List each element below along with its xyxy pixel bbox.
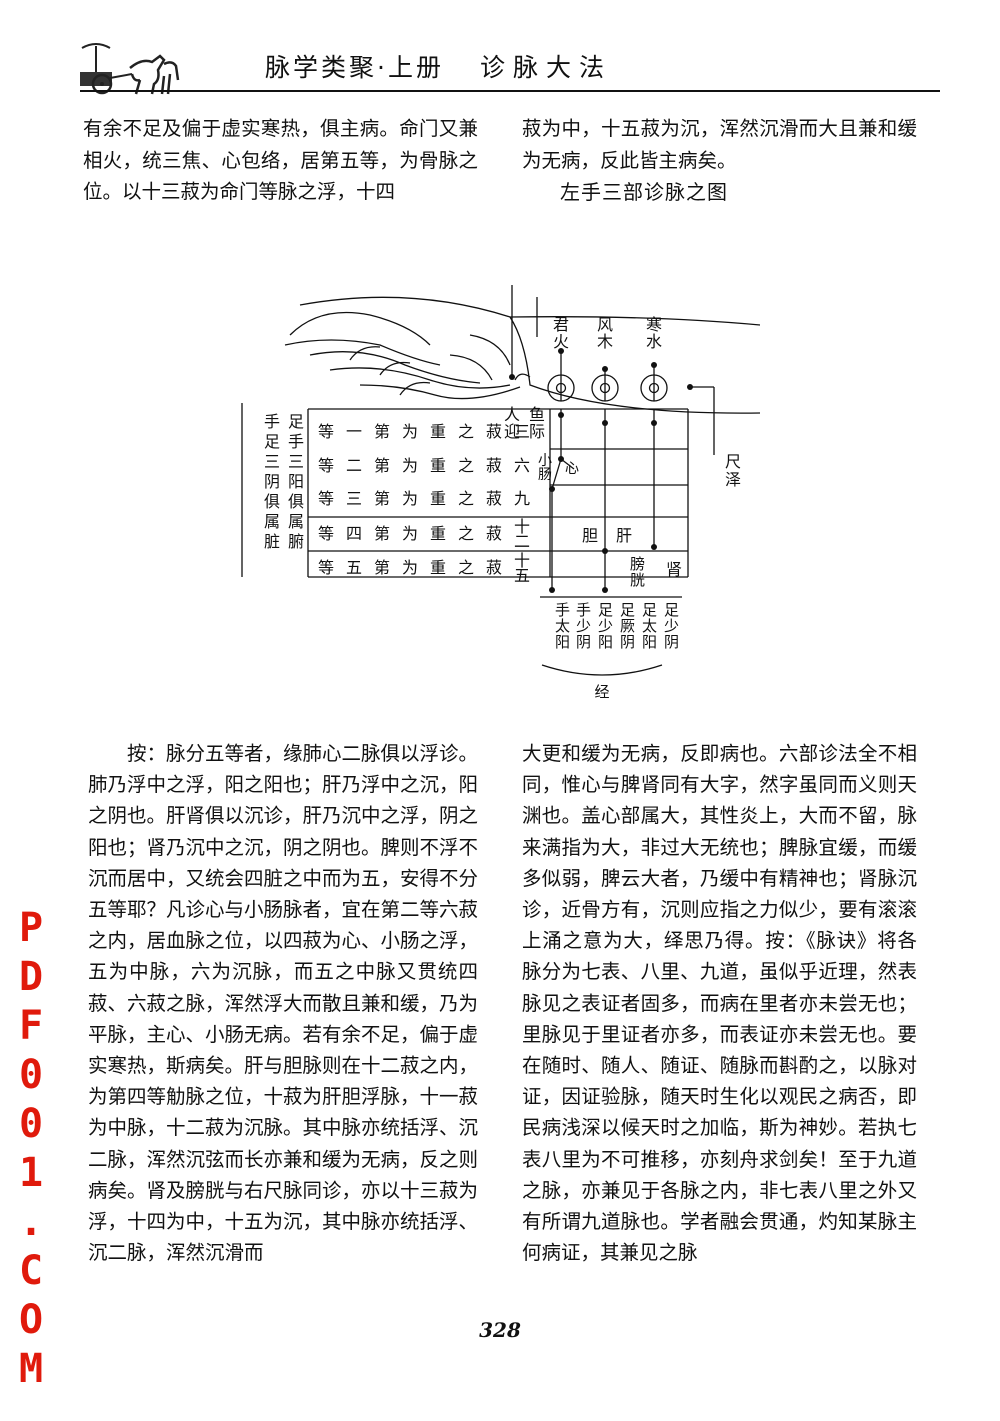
- table-cell: 为: [402, 422, 418, 441]
- label-heart: 心: [565, 461, 579, 477]
- table-cell-count: 十二: [514, 517, 530, 551]
- label-yuji: 鱼际: [529, 405, 545, 441]
- table-cell: 菽: [486, 422, 502, 441]
- table-cell: 等: [318, 489, 334, 508]
- label-meridian: 手少阴: [576, 601, 591, 651]
- hand-outline: [349, 346, 431, 396]
- label-kidney: 肾: [666, 560, 682, 579]
- table-cell: 重: [430, 558, 446, 577]
- watermark: PDF001.COM: [8, 905, 54, 1395]
- label-renying: 人迎: [504, 405, 520, 441]
- label-meridian: 足太阳: [642, 601, 657, 651]
- table-cell: 之: [458, 489, 474, 508]
- chariot-icon: [80, 43, 180, 95]
- label-hanshui: 寒水: [646, 315, 662, 351]
- text-column-top-left: 有余不足及偏于虚实寒热，俱主病。命门又兼相火，统三焦、心包络，居第五等，为骨脉之…: [83, 113, 478, 208]
- text-column-bottom-left: 按：脉分五等者，缘肺心二脉俱以浮诊。肺乃浮中之浮，阳之阳也；肝乃浮中之沉，阳之阴…: [88, 738, 478, 1268]
- label-yin-organs: 手足三阴俱属脏: [264, 412, 280, 551]
- hand-outline: [514, 373, 531, 381]
- table-cell: 重: [430, 456, 446, 475]
- hand-outline: [289, 311, 431, 346]
- table-cell: 第: [374, 456, 390, 475]
- book-title: 脉学类聚·上册: [265, 53, 444, 82]
- label-meridian: 足少阳: [598, 601, 613, 651]
- paragraph: 菽为中，十五菽为沉，浑然沉滑而大且兼和缓为无病，反此皆主病矣。: [522, 117, 917, 172]
- label-liver: 肝: [616, 526, 632, 545]
- table-cell: 三: [346, 489, 362, 508]
- section-title: 诊脉大法: [480, 53, 613, 82]
- pulse-diagram: 人迎 鱼际 君火 风木 寒水 尺泽 手足三阴俱属脏 足手三阳俱属腑 小肠 心 胆…: [230, 245, 770, 705]
- table-cell: 之: [458, 456, 474, 475]
- hand-outline: [359, 384, 521, 400]
- label-meridians-group: 经: [594, 683, 609, 701]
- label-yang-organs: 足手三阳俱属腑: [288, 412, 304, 551]
- table-cell: 二: [346, 456, 362, 475]
- table-cell: 之: [458, 422, 474, 441]
- table-cell-count: 十五: [514, 551, 530, 585]
- table-cell-count: 六: [514, 456, 530, 475]
- table-cell-count: 九: [514, 489, 530, 508]
- table-cell: 第: [374, 422, 390, 441]
- hand-outline: [509, 316, 761, 414]
- table-cell: 四: [346, 524, 362, 543]
- table-cell: 重: [430, 524, 446, 543]
- paragraph: 大更和缓为无病，反即病也。六部诊法全不相同，惟心与脾肾同有大字，然字虽同而义则天…: [522, 742, 917, 1265]
- table-cell: 等: [318, 456, 334, 475]
- label-chize: 尺泽: [725, 452, 741, 489]
- table-cell: 菽: [486, 456, 502, 475]
- paragraph: 按：脉分五等者，缘肺心二脉俱以浮诊。肺乃浮中之浮，阳之阳也；肝乃浮中之沉，阳之阴…: [88, 742, 479, 1265]
- pulse-diagram-svg: 人迎 鱼际 君火 风木 寒水 尺泽 手足三阴俱属脏 足手三阳俱属腑 小肠 心 胆…: [241, 285, 761, 701]
- label-meridian: 足少阴: [664, 601, 679, 651]
- label-small-intestine: 小肠: [538, 453, 552, 483]
- label-fengmu: 风木: [597, 315, 613, 351]
- table-cell: 第: [374, 558, 390, 577]
- hand-outline: [299, 296, 761, 326]
- table-cell: 重: [430, 489, 446, 508]
- table-cell-count: 三: [514, 422, 530, 441]
- table-cell: 五: [346, 558, 362, 577]
- label-meridian: 足厥阴: [620, 601, 635, 651]
- table-cell: 菽: [486, 489, 502, 508]
- label-gallbladder: 胆: [582, 526, 598, 545]
- table-cell: 第: [374, 524, 390, 543]
- table-cell: 之: [458, 558, 474, 577]
- page-number: 328: [479, 1318, 521, 1342]
- table-cell: 为: [402, 524, 418, 543]
- hand-outline: [309, 351, 481, 384]
- label-meridian: 手太阳: [555, 601, 570, 651]
- table-cell: 等: [318, 524, 334, 543]
- table-cell: 一: [346, 422, 362, 441]
- page-header: 脉学类聚·上册 诊脉大法: [80, 40, 940, 100]
- figure-title: 左手三部诊脉之图: [560, 180, 728, 204]
- label-bladder: 膀胱: [630, 555, 645, 589]
- paragraph: 有余不足及偏于虚实寒热，俱主病。命门又兼相火，统三焦、心包络，居第五等，为骨脉之…: [83, 117, 478, 203]
- label-junhuo: 君火: [553, 315, 569, 351]
- depth-table: 等一第为重之菽三等二第为重之菽六等三第为重之菽九等四第为重之菽十二等五第为重之菽…: [318, 422, 530, 585]
- text-column-bottom-right: 大更和缓为无病，反即病也。六部诊法全不相同，惟心与脾肾同有大字，然字虽同而义则天…: [522, 738, 917, 1268]
- text-column-top-right: 菽为中，十五菽为沉，浑然沉滑而大且兼和缓为无病，反此皆主病矣。: [522, 113, 917, 176]
- table-cell: 菽: [486, 524, 502, 543]
- table-cell: 为: [402, 456, 418, 475]
- header-rule: [80, 90, 940, 92]
- hand-outline: [449, 334, 511, 381]
- table-cell: 重: [430, 422, 446, 441]
- hand-outline: [329, 367, 511, 389]
- table-cell: 菽: [486, 558, 502, 577]
- table-cell: 第: [374, 489, 390, 508]
- table-cell: 为: [402, 489, 418, 508]
- table-cell: 等: [318, 422, 334, 441]
- hand-outline: [284, 339, 441, 366]
- table-cell: 为: [402, 558, 418, 577]
- table-cell: 等: [318, 558, 334, 577]
- table-cell: 之: [458, 524, 474, 543]
